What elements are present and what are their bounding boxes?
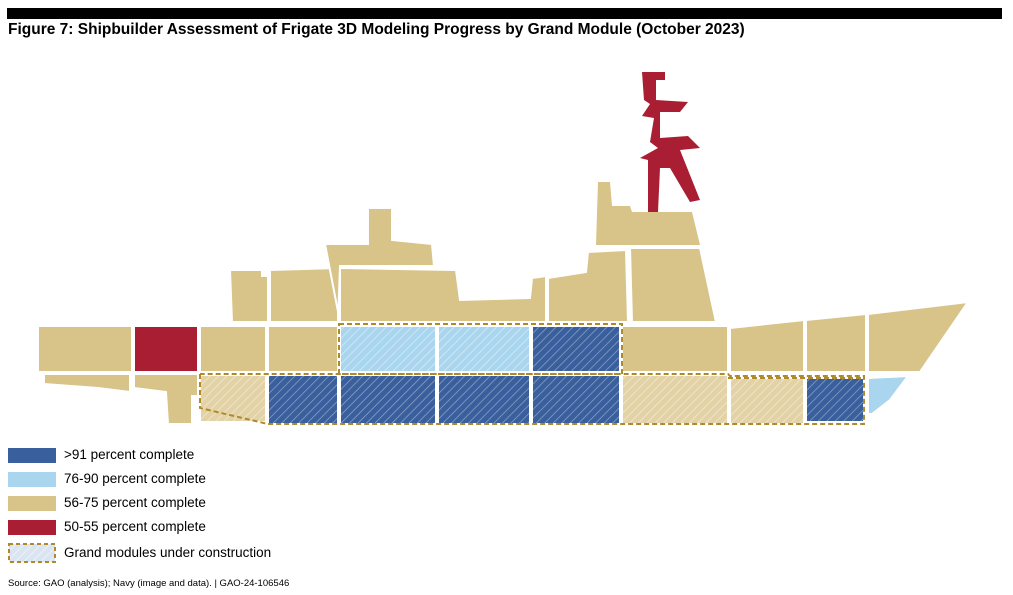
module-upper-aft-2: [269, 266, 339, 323]
legend-swatch-construction: [8, 543, 56, 563]
module-main-bow: [867, 300, 971, 373]
module-main-6: [437, 325, 531, 373]
module-mast: [640, 72, 700, 212]
module-main-10: [805, 312, 867, 373]
module-upper-mid-3: [547, 248, 630, 323]
construction-outline: [199, 323, 865, 425]
module-lower-3: [199, 374, 267, 423]
module-main-4: [267, 325, 339, 373]
legend-label: 56-75 percent complete: [64, 495, 206, 510]
legend-swatch-76-90: [8, 472, 56, 487]
legend-swatch-gt91: [8, 448, 56, 463]
frigate-diagram: [37, 72, 971, 425]
module-lower-1: [43, 373, 131, 394]
legend-label: Grand modules under construction: [64, 545, 272, 560]
legend-swatch-50-55: [8, 520, 56, 535]
source-note: Source: GAO (analysis); Navy (image and …: [8, 578, 290, 589]
module-main-8: [621, 325, 729, 373]
module-lower-6: [437, 374, 531, 425]
module-main-2: [133, 325, 199, 373]
module-lower-4: [267, 374, 339, 425]
module-lower-5: [339, 374, 437, 425]
module-lower-10: [805, 377, 865, 423]
legend-label: 76-90 percent complete: [64, 471, 206, 486]
module-main-7: [531, 325, 621, 373]
module-lower-9: [729, 377, 805, 425]
module-lower-8: [621, 374, 729, 425]
module-upper-mid-1: [323, 207, 436, 323]
figure-title: Figure 7: Shipbuilder Assessment of Frig…: [8, 21, 745, 38]
module-lower-2: [133, 373, 199, 425]
module-main-9: [729, 318, 805, 373]
module-lower-7: [531, 374, 621, 425]
module-main-5: [339, 325, 437, 373]
module-main-3: [199, 325, 267, 373]
module-lower-bow: [867, 374, 911, 415]
module-upper-aft-1: [228, 269, 269, 323]
legend-swatch-56-75: [8, 496, 56, 511]
module-upper-mid-2: [339, 266, 547, 323]
legend-label: 50-55 percent complete: [64, 519, 206, 534]
module-main-1: [37, 325, 133, 373]
legend-label: >91 percent complete: [64, 447, 195, 462]
module-funnel: [596, 182, 700, 245]
title-rule: [7, 8, 1002, 19]
module-upper-fwd-1: [628, 247, 718, 323]
